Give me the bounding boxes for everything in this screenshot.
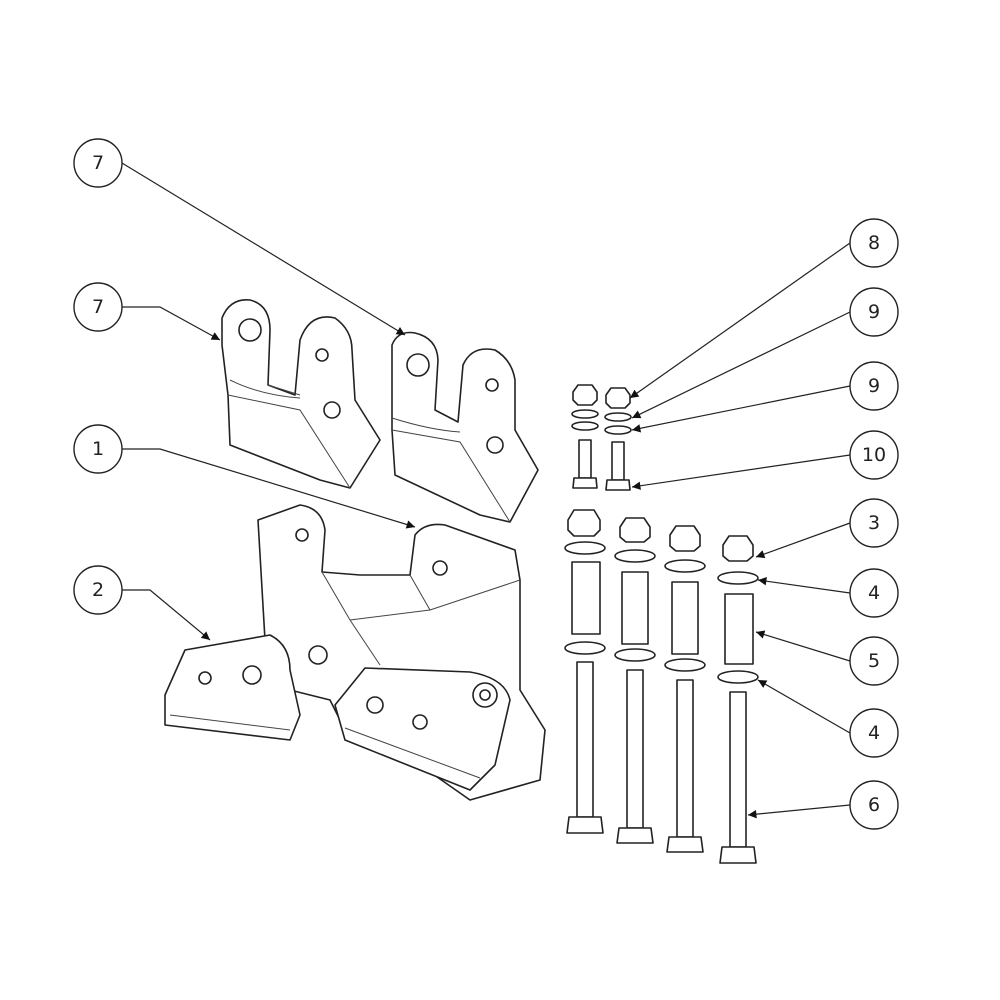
svg-text:4: 4	[868, 722, 880, 744]
small-hardware	[571, 384, 632, 491]
column-1	[564, 509, 606, 834]
svg-text:10: 10	[862, 444, 886, 466]
svg-text:9: 9	[868, 301, 880, 323]
balloon-9-lower: 9	[849, 361, 899, 411]
svg-text:3: 3	[868, 512, 880, 534]
nut-small-right	[605, 387, 631, 409]
svg-text:6: 6	[868, 794, 880, 816]
balloon-1: 1	[73, 424, 123, 474]
nut-small-left	[572, 384, 598, 406]
leader-lines	[121, 162, 851, 819]
svg-text:2: 2	[92, 579, 104, 601]
large-hardware	[564, 509, 759, 864]
svg-text:4: 4	[868, 582, 880, 604]
balloon-4-upper: 4	[849, 568, 899, 618]
balloon-4-lower: 4	[849, 708, 899, 758]
lower-bracket-left	[164, 634, 301, 741]
svg-text:1: 1	[92, 438, 104, 460]
column-3	[664, 525, 706, 853]
svg-text:8: 8	[868, 232, 880, 254]
shackle-bracket-right	[391, 331, 539, 523]
balloon-3: 3	[849, 498, 899, 548]
balloon-9-upper: 9	[849, 287, 899, 337]
balloon-7: 7	[73, 282, 123, 332]
column-2	[614, 517, 656, 844]
balloon-5: 5	[849, 636, 899, 686]
balloon-2: 2	[73, 565, 123, 615]
svg-text:5: 5	[868, 650, 880, 672]
svg-text:9: 9	[868, 375, 880, 397]
balloon-10: 10	[849, 430, 899, 480]
shackle-bracket-left	[221, 299, 381, 489]
lower-bracket-right	[334, 667, 511, 791]
column-4	[717, 535, 759, 864]
svg-text:7: 7	[92, 296, 104, 318]
balloon-7-top: 7	[73, 138, 123, 188]
svg-text:7: 7	[92, 152, 104, 174]
balloon-8: 8	[849, 218, 899, 268]
balloon-6: 6	[849, 780, 899, 830]
